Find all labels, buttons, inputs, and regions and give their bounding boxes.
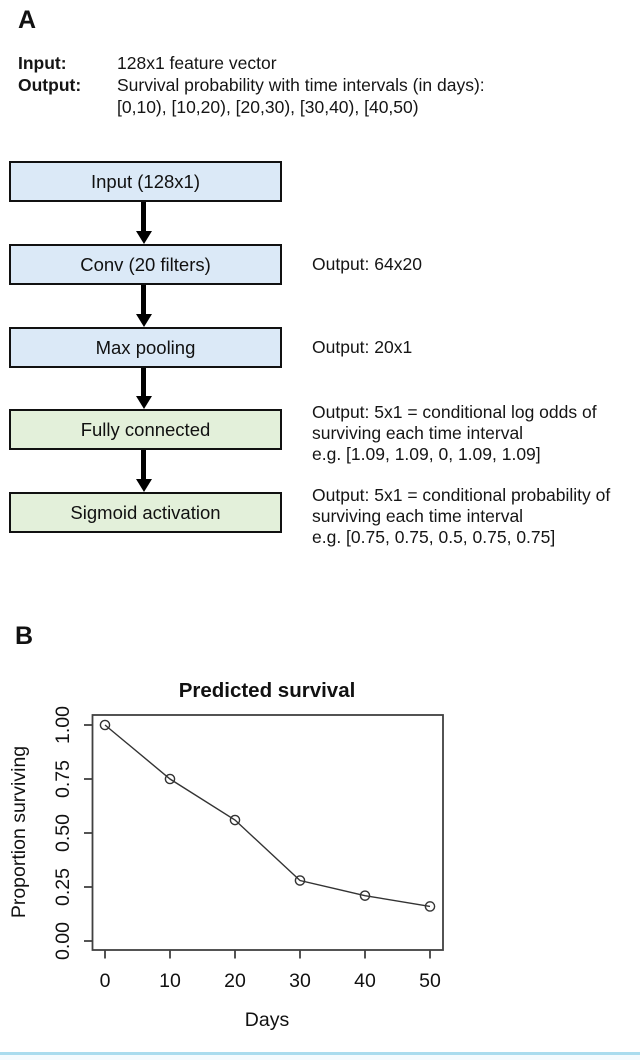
annotation-line: Output: 5x1 = conditional probability of [312, 485, 611, 505]
panel-b-label: B [15, 622, 34, 650]
x-tick-label: 20 [224, 970, 246, 992]
io-input-label: Input: [18, 53, 67, 73]
survival-line [104, 724, 431, 908]
io-input-row: Input: 128x1 feature vector [18, 52, 485, 74]
annotation-sigmoid-output: Output: 5x1 = conditional probability of… [312, 485, 610, 548]
y-tick-label: 0.75 [52, 760, 74, 798]
x-tick-label: 30 [289, 970, 311, 992]
flow-box-sigmoid-label: Sigmoid activation [70, 501, 221, 523]
x-tick-label: 10 [159, 970, 181, 992]
footer-divider-line [0, 1052, 640, 1055]
annotation-line: Output: 5x1 = conditional log odds of [312, 402, 597, 422]
predicted-survival-chart: Predicted survival 0.00 0.25 0.50 0.75 1.00 0 1… [8, 679, 444, 1031]
io-output-value: Survival probability with time intervals… [117, 74, 485, 118]
annotation-line: Output: 64x20 [312, 254, 422, 274]
data-point-marker [229, 814, 241, 826]
flow-box-conv-label: Conv (20 filters) [80, 253, 211, 275]
x-tick-label: 0 [100, 970, 111, 992]
flow-box-fully-connected-label: Fully connected [80, 418, 211, 440]
flow-box-fully-connected: Fully connected [9, 409, 282, 450]
annotation-maxpool-output: Output: 20x1 [312, 337, 412, 358]
x-tick-label: 40 [354, 970, 376, 992]
io-input-value: 128x1 feature vector [117, 53, 277, 73]
plot-border [91, 714, 444, 951]
data-point-marker [164, 773, 176, 785]
annotation-line: Output: 20x1 [312, 337, 413, 357]
annotation-fully-connected-output: Output: 5x1 = conditional log odds of su… [312, 402, 597, 465]
annotation-line: surviving each time interval [312, 506, 524, 526]
y-axis-label: Proportion surviving [8, 746, 30, 918]
data-point-marker [359, 890, 371, 901]
data-point-marker [424, 901, 436, 912]
panel-a-label: A [18, 6, 37, 34]
io-output-line2: [0,10), [10,20), [20,30), [30,40), [40,5… [117, 97, 419, 117]
flow-box-sigmoid: Sigmoid activation [9, 492, 282, 533]
flow-box-input: Input (128x1) [9, 161, 282, 202]
flow-box-conv: Conv (20 filters) [9, 244, 282, 285]
x-tick-label: 50 [419, 970, 441, 992]
annotation-line: surviving each time interval [312, 423, 524, 443]
flow-box-maxpool: Max pooling [9, 327, 282, 368]
io-output-row: Output: Survival probability with time i… [18, 74, 485, 118]
annotation-line: e.g. [0.75, 0.75, 0.5, 0.75, 0.75] [312, 527, 556, 547]
y-tick-label: 1.00 [52, 706, 74, 744]
io-description: Input: 128x1 feature vector Output: Surv… [18, 52, 485, 118]
footer-strip [0, 1052, 640, 1060]
x-axis-label: Days [245, 1009, 290, 1031]
y-tick-label: 0.50 [52, 814, 74, 852]
flow-box-input-label: Input (128x1) [90, 170, 200, 192]
y-tick-label: 0.25 [52, 868, 74, 906]
data-point-marker [294, 875, 306, 886]
annotation-line: e.g. [1.09, 1.09, 0, 1.09, 1.09] [312, 444, 541, 464]
io-output-line1: Survival probability with time intervals… [117, 75, 485, 95]
chart-title: Predicted survival [179, 679, 356, 702]
io-output-label: Output: [18, 75, 82, 95]
flow-box-maxpool-label: Max pooling [95, 336, 196, 358]
data-point-marker [99, 719, 111, 731]
annotation-conv-output: Output: 64x20 [312, 254, 422, 275]
y-tick-label: 0.00 [52, 922, 74, 960]
